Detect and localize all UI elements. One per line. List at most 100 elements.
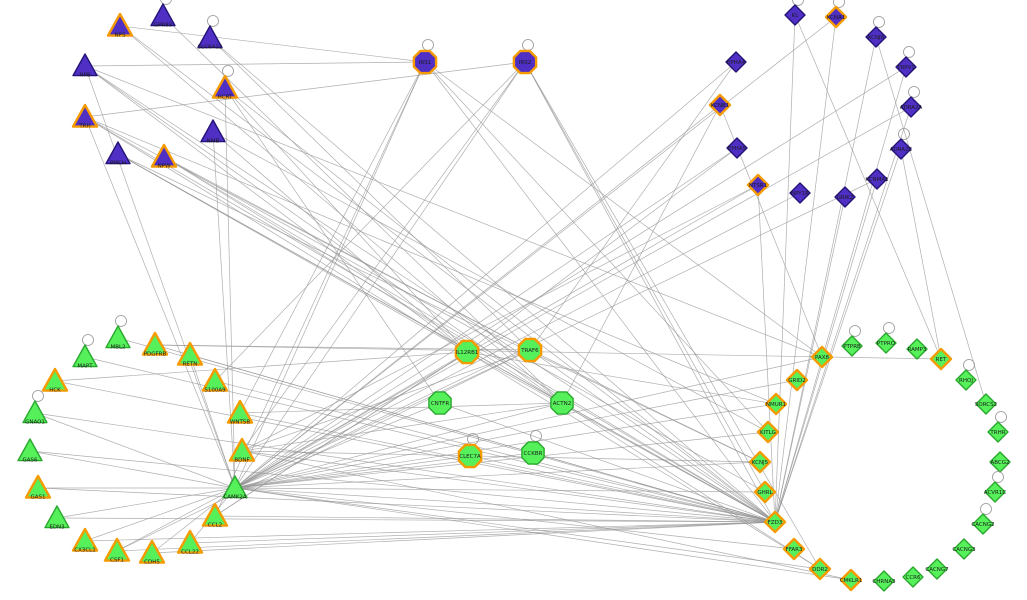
octagon-shape (454, 339, 480, 365)
graph-node-CDH5[interactable]: CDH5 (138, 539, 166, 566)
graph-node-KITLG[interactable]: KITLG (756, 420, 780, 444)
graph-edge (163, 156, 531, 351)
triangle-shape (138, 539, 166, 564)
graph-node-EPHA4[interactable]: EPHA4 (725, 51, 747, 73)
graph-edge (119, 25, 563, 404)
graph-node-GHRL[interactable]: GHRL (753, 480, 777, 504)
graph-node-PMCH[interactable]: PMCH (105, 141, 131, 167)
graph-node-NPW[interactable]: NPW (150, 143, 178, 170)
graph-node-ADRA2C[interactable]: ADRA2C (890, 128, 913, 160)
graph-edge (424, 61, 776, 523)
graph-node-PTPRO[interactable]: PTPRO (875, 322, 897, 354)
graph-node-NTSR1[interactable]: NTSR1 (746, 173, 770, 197)
graph-node-SORCS2[interactable]: SORCS2 (975, 393, 997, 415)
graph-edge (561, 104, 721, 404)
triangle-shape (222, 475, 248, 499)
graph-edge (154, 344, 942, 360)
triangle-shape (22, 400, 48, 424)
triangle-shape (105, 141, 131, 165)
graph-node-KCNJ5[interactable]: KCNJ5 (748, 450, 772, 474)
graph-node-ADRA2A[interactable]: ADRA2A (900, 86, 923, 118)
graph-edge (189, 354, 776, 523)
diamond-shape (875, 332, 897, 354)
graph-node-RHOJ[interactable]: RHOJ (955, 359, 977, 391)
graph-node-MBL2[interactable]: MBL2 (105, 315, 131, 351)
diamond-shape (902, 566, 924, 588)
graph-node-KL[interactable]: KL (784, 0, 806, 26)
graph-node-NPS[interactable]: NPS (106, 12, 134, 39)
graph-node-FFAR3[interactable]: FFAR3 (782, 537, 806, 561)
graph-node-TRAF6[interactable]: TRAF6 (517, 337, 543, 363)
triangle-shape (71, 527, 99, 552)
graph-node-CACNG2[interactable]: CACNG2 (971, 503, 995, 535)
graph-node-GNAO1[interactable]: GNAO1 (22, 390, 48, 426)
graph-node-HCRT[interactable]: HCRT (211, 65, 239, 101)
graph-node-FZD3[interactable]: FZD3 (763, 510, 787, 534)
graph-node-ACVR1C[interactable]: ACVR1C (984, 471, 1007, 503)
graph-node-DDR2[interactable]: DDR2 (808, 557, 832, 581)
graph-node-SLC6A12[interactable]: SLC6A12 (197, 15, 223, 51)
graph-node-RAMP3[interactable]: RAMP3 (906, 338, 928, 360)
graph-edge (212, 131, 468, 353)
graph-node-GAS6[interactable]: GAS6 (17, 438, 43, 464)
graph-edge (466, 351, 777, 405)
graph-edge (234, 104, 721, 489)
graph-edge (214, 380, 776, 523)
graph-node-IL12RB1[interactable]: IL12RB1 (454, 339, 480, 365)
graph-node-CACNG3[interactable]: CACNG3 (952, 538, 976, 560)
self-loop-edge (222, 65, 234, 77)
graph-node-PTPRB[interactable]: PTPRB (841, 325, 863, 357)
graph-edge (424, 61, 769, 433)
graph-node-IRS1[interactable]: IRS1 (412, 39, 438, 75)
graph-edge (234, 356, 823, 489)
graph-node-GRIK2[interactable]: GRIK2 (834, 186, 856, 208)
diamond-shape (763, 510, 787, 534)
triangle-shape (176, 341, 204, 366)
graph-node-CACNG7[interactable]: CACNG7 (925, 558, 949, 580)
graph-node-IRS2[interactable]: IRS2 (512, 39, 538, 75)
graph-node-WNT5B[interactable]: WNT5B (226, 399, 254, 426)
graph-node-HCK[interactable]: HCK (41, 367, 69, 394)
graph-node-CNTFR[interactable]: CNTFR (428, 391, 452, 415)
graph-node-KCNJ6[interactable]: KCNJ6 (865, 16, 887, 48)
graph-edge (84, 65, 236, 489)
octagon-shape (517, 337, 543, 363)
self-loop-edge (903, 46, 915, 58)
graph-node-CSF1[interactable]: CSF1 (103, 537, 131, 564)
octagon-shape (550, 391, 574, 415)
graph-node-NPB[interactable]: NPB (72, 53, 98, 79)
graph-node-KCNB1[interactable]: KCNB1 (708, 93, 732, 117)
graph-edge (757, 184, 776, 523)
triangle-shape (24, 474, 52, 499)
self-loop-edge (898, 128, 910, 140)
diamond-shape (873, 570, 895, 592)
graph-node-ABCG2[interactable]: ABCG2 (989, 451, 1011, 473)
triangle-shape (226, 399, 254, 424)
graph-node-NPY1R[interactable]: NPY1R (789, 182, 811, 204)
graph-node-CCL22[interactable]: CCL22 (176, 529, 204, 556)
graph-node-TRH[interactable]: TRH (71, 103, 99, 130)
graph-node-PAX8[interactable]: PAX8 (810, 345, 834, 369)
graph-edge (214, 351, 468, 517)
graph-node-RET[interactable]: RET (929, 347, 953, 371)
graph-node-CX3CL1[interactable]: CX3CL1 (71, 527, 99, 554)
graph-node-CMKLR1[interactable]: CMKLR1 (840, 568, 863, 592)
graph-node-TRPV1[interactable]: TRPV1 (895, 46, 917, 78)
diamond-shape (789, 182, 811, 204)
graph-node-ACTN2[interactable]: ACTN2 (550, 391, 574, 415)
octagon-shape (428, 391, 452, 415)
graph-edge (189, 354, 236, 489)
graph-node-CHRNA3[interactable]: CHRNA3 (872, 570, 896, 592)
graph-node-KCNA1[interactable]: KCNA1 (824, 0, 848, 29)
graph-node-NMB[interactable]: NMB (200, 119, 226, 145)
graph-edge (84, 61, 426, 67)
graph-node-CCR6[interactable]: CCR6 (902, 566, 924, 588)
graph-node-MAPT[interactable]: MAPT (72, 334, 98, 370)
graph-node-CCKBR[interactable]: CCKBR (521, 430, 545, 465)
graph-node-EPHA5[interactable]: EPHA5 (726, 137, 748, 159)
graph-node-TRHR[interactable]: TRHR (987, 411, 1009, 443)
graph-node-GPR83[interactable]: GPR83 (150, 0, 176, 29)
octagon-shape (512, 49, 538, 75)
